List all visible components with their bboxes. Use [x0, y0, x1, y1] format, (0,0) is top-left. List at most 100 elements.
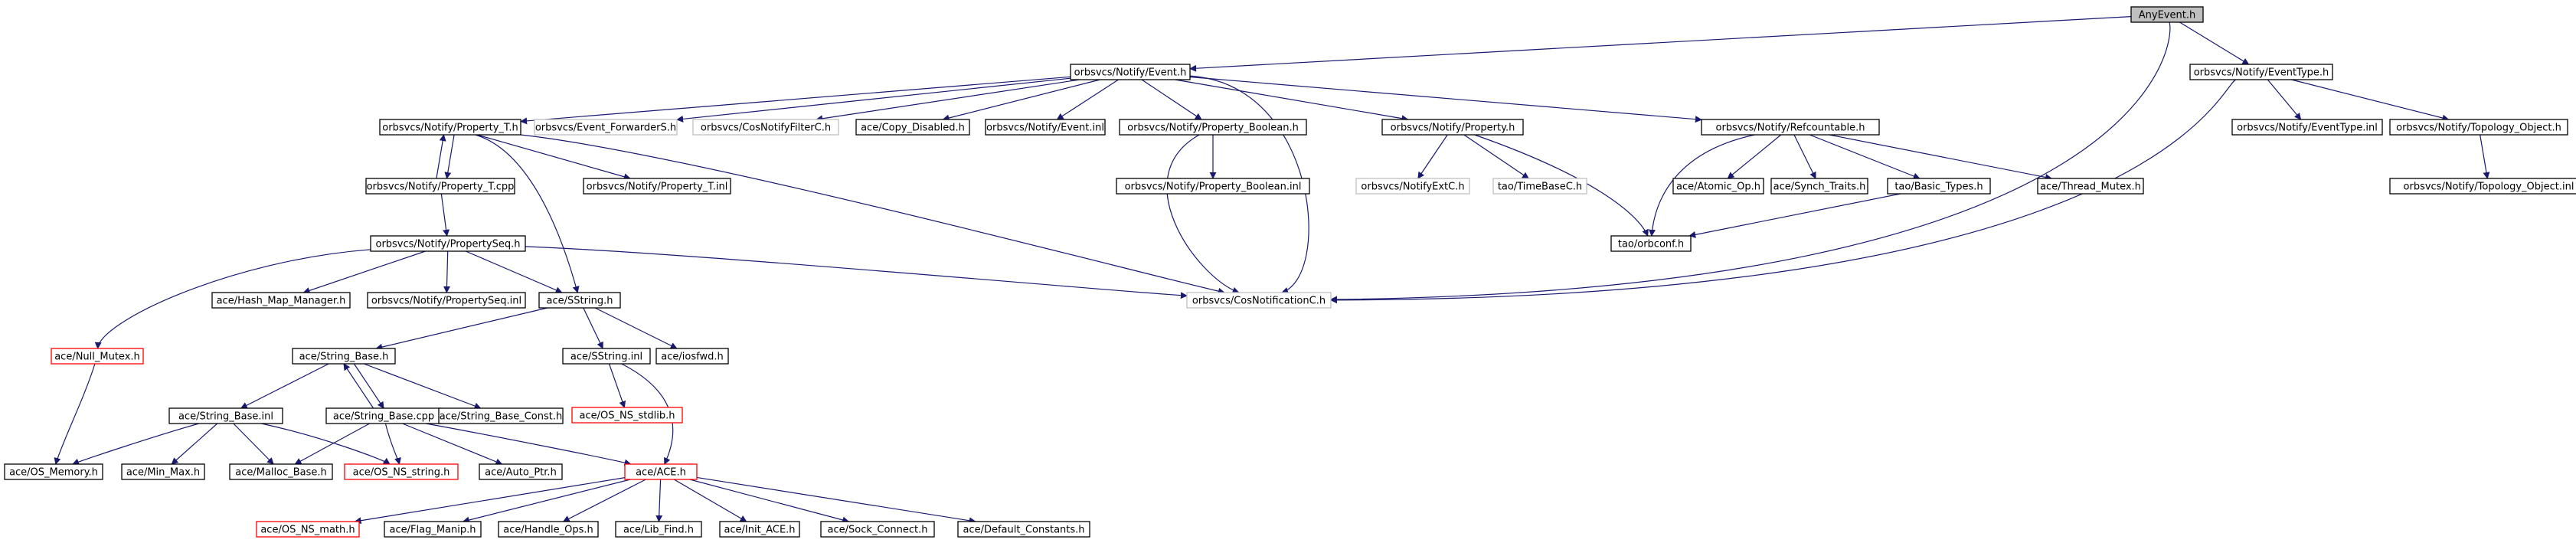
node-box[interactable]	[985, 119, 1106, 136]
node-box[interactable]	[2189, 64, 2333, 80]
node-eventtype-h[interactable]: orbsvcs/Notify/EventType.h	[2189, 64, 2333, 80]
node-basic-types-h[interactable]: tao/Basic_Types.h	[1887, 178, 1991, 195]
edge-string_base_inl-to-malloc_base_h	[233, 423, 274, 465]
node-box[interactable]	[1119, 119, 1307, 136]
node-min-max-h[interactable]: ace/Min_Max.h	[121, 463, 205, 480]
node-topology-object-h[interactable]: orbsvcs/Notify/Topology_Object.h	[2389, 119, 2568, 136]
node-malloc-base-h[interactable]: ace/Malloc_Base.h	[229, 463, 333, 480]
node-box[interactable]	[571, 407, 683, 424]
node-property-t-inl[interactable]: orbsvcs/Notify/Property_T.inl	[583, 178, 731, 195]
node-cosnotificationc-h[interactable]: orbsvcs/CosNotificationC.h	[1186, 292, 1332, 309]
node-event-inl[interactable]: orbsvcs/Notify/Event.inl	[985, 119, 1106, 136]
node-box[interactable]	[1770, 178, 1868, 195]
node-box[interactable]	[534, 119, 678, 136]
node-box[interactable]	[1116, 178, 1310, 195]
node-box[interactable]	[655, 348, 729, 365]
node-box[interactable]	[538, 292, 621, 309]
node-box[interactable]	[168, 407, 283, 424]
node-box[interactable]	[615, 521, 702, 538]
node-box[interactable]	[229, 463, 333, 480]
node-lib-find-h[interactable]: ace/Lib_Find.h	[615, 521, 702, 538]
node-box[interactable]	[292, 348, 396, 365]
node-cosnotifyfilterc-h[interactable]: orbsvcs/CosNotifyFilterC.h	[692, 119, 839, 136]
node-orbconf-h[interactable]: tao/orbconf.h	[1610, 235, 1692, 252]
node-atomic-op-h[interactable]: ace/Atomic_Op.h	[1672, 178, 1764, 195]
node-refcountable-h[interactable]: orbsvcs/Notify/Refcountable.h	[1701, 119, 1880, 136]
node-sstring-inl[interactable]: ace/SString.inl	[562, 348, 651, 365]
node-box[interactable]	[562, 348, 651, 365]
node-sstring-h[interactable]: ace/SString.h	[538, 292, 621, 309]
node-string-base-cpp[interactable]: ace/String_Base.cpp	[325, 407, 442, 424]
node-box[interactable]	[211, 292, 351, 309]
node-propertyseq-inl[interactable]: orbsvcs/Notify/PropertySeq.inl	[367, 292, 526, 309]
node-null-mutex-h[interactable]: ace/Null_Mutex.h	[51, 348, 144, 365]
node-box[interactable]	[344, 463, 459, 480]
node-box[interactable]	[957, 521, 1090, 538]
node-property-t-h[interactable]: orbsvcs/Notify/Property_T.h	[379, 119, 521, 136]
node-box[interactable]	[367, 292, 526, 309]
node-handle-ops-h[interactable]: ace/Handle_Ops.h	[498, 521, 599, 538]
node-property-t-cpp[interactable]: orbsvcs/Notify/Property_T.cpp	[365, 178, 515, 195]
node-box[interactable]	[2037, 178, 2144, 195]
node-property-boolean-inl[interactable]: orbsvcs/Notify/Property_Boolean.inl	[1116, 178, 1310, 195]
node-box[interactable]	[438, 407, 564, 424]
node-box[interactable]	[1381, 119, 1524, 136]
node-copy-disabled-h[interactable]: ace/Copy_Disabled.h	[855, 119, 970, 136]
node-os-memory-h[interactable]: ace/OS_Memory.h	[4, 463, 103, 480]
node-default-constants-h[interactable]: ace/Default_Constants.h	[957, 521, 1090, 538]
node-property-boolean-h[interactable]: orbsvcs/Notify/Property_Boolean.h	[1119, 119, 1307, 136]
node-string-base-inl[interactable]: ace/String_Base.inl	[168, 407, 283, 424]
node-timebasec-h[interactable]: tao/TimeBaseC.h	[1492, 178, 1587, 195]
node-box[interactable]	[498, 521, 599, 538]
node-sock-connect-h[interactable]: ace/Sock_Connect.h	[820, 521, 935, 538]
node-os-ns-stdlib-h[interactable]: ace/OS_NS_stdlib.h	[571, 407, 683, 424]
node-auto-ptr-h[interactable]: ace/Auto_Ptr.h	[479, 463, 563, 480]
node-box[interactable]	[1492, 178, 1587, 195]
node-box[interactable]	[370, 235, 526, 252]
node-box[interactable]	[1070, 64, 1191, 80]
node-os-ns-math-h[interactable]: ace/OS_NS_math.h	[256, 521, 360, 538]
node-topology-object-inl[interactable]: orbsvcs/Notify/Topology_Object.inl	[2389, 178, 2576, 195]
node-string-base-const-h[interactable]: ace/String_Base_Const.h	[438, 407, 564, 424]
node-event-forwarders-h[interactable]: orbsvcs/Event_ForwarderS.h	[534, 119, 678, 136]
node-thread-mutex-h[interactable]: ace/Thread_Mutex.h	[2037, 178, 2144, 195]
node-box[interactable]	[1186, 292, 1332, 309]
node-property-h[interactable]: orbsvcs/Notify/Property.h	[1381, 119, 1524, 136]
node-eventtype-inl[interactable]: orbsvcs/Notify/EventType.inl	[2231, 119, 2383, 136]
node-box[interactable]	[121, 463, 205, 480]
node-ace-h[interactable]: ace/ACE.h	[624, 463, 698, 480]
node-box[interactable]	[365, 178, 515, 195]
node-box[interactable]	[51, 348, 144, 365]
node-box[interactable]	[583, 178, 731, 195]
node-propertyseq-h[interactable]: orbsvcs/Notify/PropertySeq.h	[370, 235, 526, 252]
node-box[interactable]	[2130, 6, 2204, 23]
node-box[interactable]	[820, 521, 935, 538]
node-flag-manip-h[interactable]: ace/Flag_Manip.h	[384, 521, 482, 538]
node-box[interactable]	[624, 463, 698, 480]
node-iosfwd-h[interactable]: ace/iosfwd.h	[655, 348, 729, 365]
node-box[interactable]	[479, 463, 563, 480]
node-box[interactable]	[4, 463, 103, 480]
node-box[interactable]	[1672, 178, 1764, 195]
node-box[interactable]	[1355, 178, 1470, 195]
node-box[interactable]	[2389, 119, 2568, 136]
node-box[interactable]	[256, 521, 360, 538]
node-box[interactable]	[1701, 119, 1880, 136]
node-box[interactable]	[379, 119, 521, 136]
node-box[interactable]	[384, 521, 482, 538]
node-notifyextc-h[interactable]: orbsvcs/NotifyExtC.h	[1355, 178, 1470, 195]
node-box[interactable]	[1887, 178, 1991, 195]
node-event-h[interactable]: orbsvcs/Notify/Event.h	[1070, 64, 1191, 80]
node-box[interactable]	[1610, 235, 1692, 252]
node-hash-map-manager-h[interactable]: ace/Hash_Map_Manager.h	[211, 292, 351, 309]
node-string-base-h[interactable]: ace/String_Base.h	[292, 348, 396, 365]
node-init-ace-h[interactable]: ace/Init_ACE.h	[719, 521, 800, 538]
node-box[interactable]	[2389, 178, 2576, 195]
node-box[interactable]	[692, 119, 839, 136]
node-os-ns-string-h[interactable]: ace/OS_NS_string.h	[344, 463, 459, 480]
node-box[interactable]	[855, 119, 970, 136]
node-box[interactable]	[719, 521, 800, 538]
node-synch-traits-h[interactable]: ace/Synch_Traits.h	[1770, 178, 1868, 195]
node-anyevent-h[interactable]: AnyEvent.h	[2130, 6, 2204, 23]
node-box[interactable]	[2231, 119, 2383, 136]
